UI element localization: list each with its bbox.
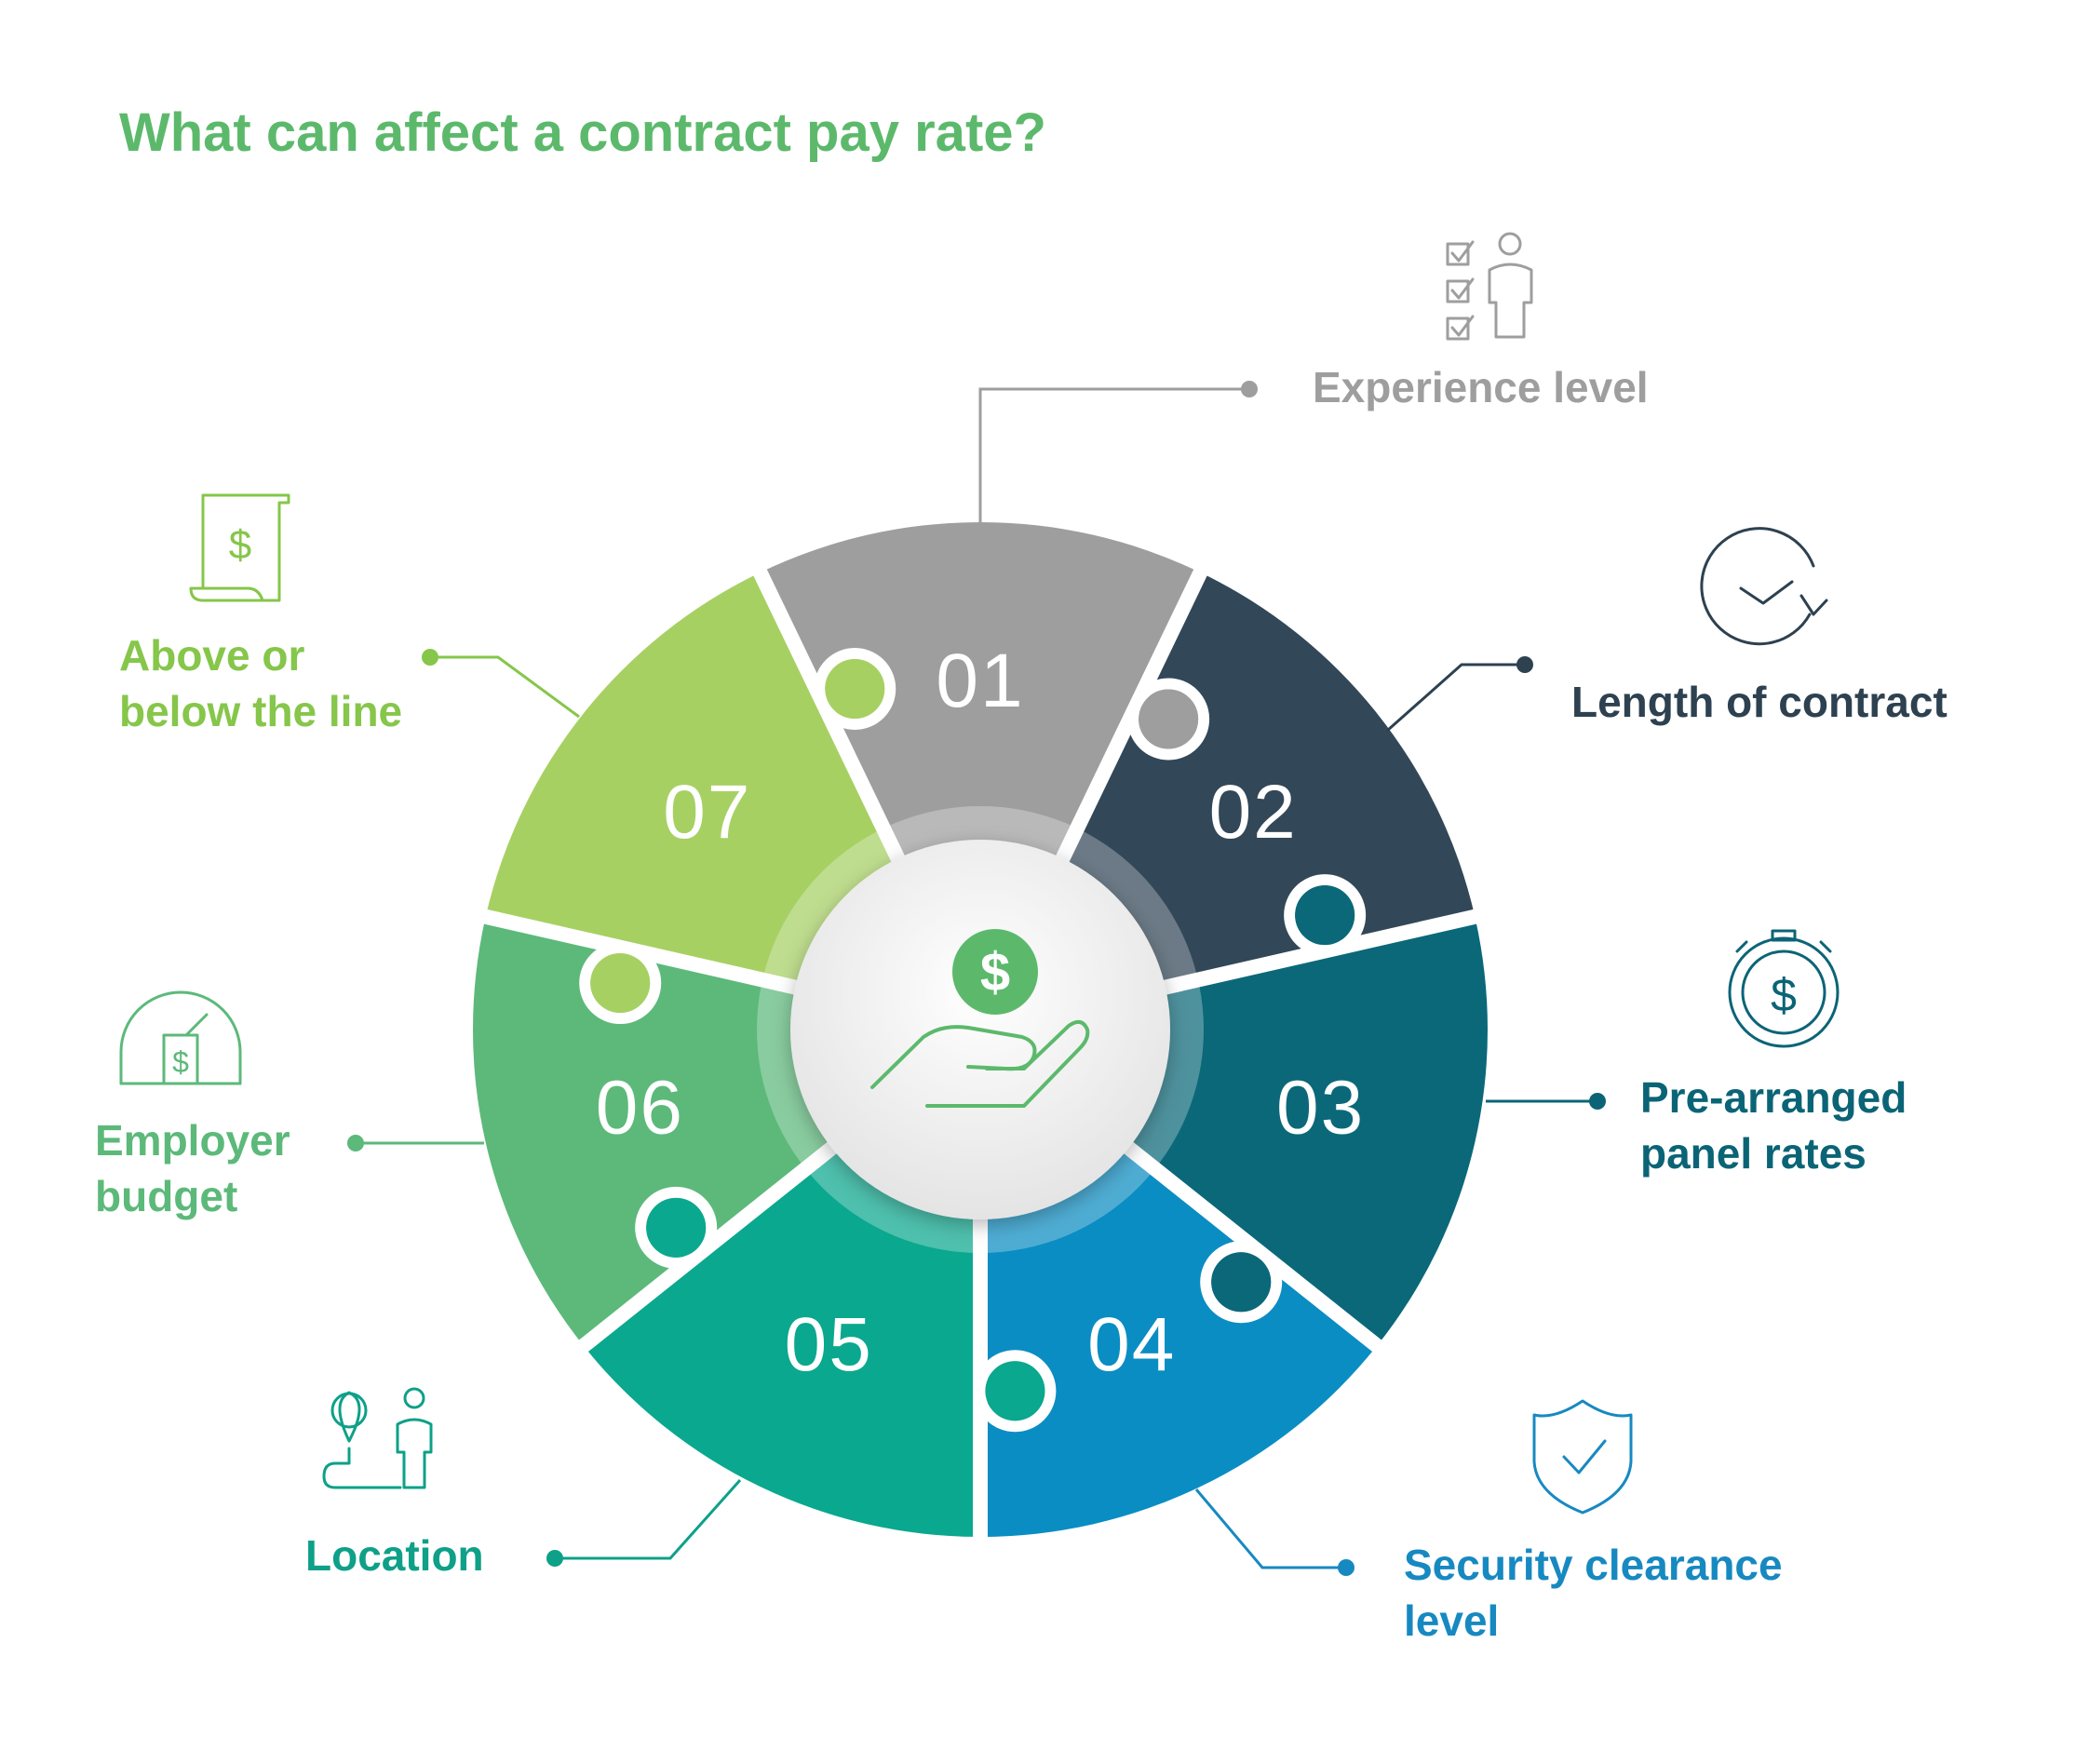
puzzle-knob-fill bbox=[1295, 885, 1355, 946]
factor-label-05: Location bbox=[305, 1531, 484, 1580]
connector-lines bbox=[347, 381, 1606, 1576]
connector-dot bbox=[1516, 656, 1533, 673]
connector-line-05 bbox=[555, 1479, 742, 1560]
svg-text:$: $ bbox=[1771, 969, 1797, 1021]
scroll-dollar-icon: $ bbox=[189, 493, 290, 602]
puzzle-knob-outline bbox=[1200, 1241, 1283, 1324]
svg-text:$: $ bbox=[172, 1045, 189, 1079]
puzzle-knob-fill bbox=[1139, 689, 1199, 749]
segment-number: 02 bbox=[1209, 770, 1298, 855]
segment-gap bbox=[574, 1111, 876, 1355]
segment-01 bbox=[760, 522, 1201, 1030]
segment-gap bbox=[1114, 908, 1482, 1006]
segment-number: 03 bbox=[1276, 1065, 1365, 1150]
puzzle-knob-outline bbox=[579, 942, 662, 1025]
connector-dot bbox=[546, 1550, 563, 1567]
segment-number: 06 bbox=[596, 1065, 684, 1150]
connector-line-02 bbox=[1386, 663, 1525, 733]
coin bbox=[952, 929, 1038, 1015]
page-title: What can affect a contract pay rate? bbox=[119, 102, 1046, 163]
factor-icons: $ $ $ bbox=[119, 232, 1840, 1515]
clock-icon bbox=[1700, 527, 1828, 646]
connector-line-07 bbox=[430, 655, 580, 719]
coin-dollar-sign: $ bbox=[980, 942, 1010, 1003]
connector-dot bbox=[1241, 381, 1258, 397]
puzzle-knob-fill bbox=[825, 659, 885, 720]
hand-with-dollar-coin-icon: $ bbox=[870, 929, 1090, 1108]
svg-text:$: $ bbox=[229, 522, 251, 568]
segment-gap bbox=[478, 908, 846, 1006]
connector-dot bbox=[1589, 1093, 1606, 1110]
hand-outline bbox=[870, 1019, 1090, 1108]
segment-number: 05 bbox=[785, 1302, 873, 1387]
stopwatch-dollar-icon: $ bbox=[1728, 929, 1840, 1048]
connector-line-01 bbox=[978, 387, 1249, 523]
puzzle-knob-outline bbox=[1284, 874, 1367, 957]
segment-number: 07 bbox=[663, 770, 751, 855]
puzzle-knob-outline bbox=[974, 1350, 1057, 1433]
segment-number: 01 bbox=[936, 639, 1024, 723]
gauge-dollar-icon: $ bbox=[119, 990, 242, 1085]
puzzle-knob-fill bbox=[985, 1361, 1045, 1421]
checklist-person-icon bbox=[1446, 232, 1533, 341]
connector-dot bbox=[422, 649, 438, 666]
puzzle-knob-outline bbox=[814, 648, 896, 731]
segment-gap bbox=[1033, 564, 1210, 908]
center-hub: $ bbox=[757, 806, 1204, 1253]
location-person-icon bbox=[322, 1387, 433, 1489]
segment-gap bbox=[1085, 1111, 1386, 1355]
segment-gap bbox=[750, 564, 927, 908]
puzzle-knob-outline bbox=[1127, 678, 1210, 761]
shield-check-icon bbox=[1532, 1399, 1633, 1515]
puzzle-knob-fill bbox=[1211, 1252, 1272, 1313]
puzzle-knob-fill bbox=[590, 953, 651, 1014]
segment-number: 04 bbox=[1087, 1302, 1176, 1387]
factor-label-02: Length of contract bbox=[1571, 678, 1947, 726]
puzzle-knob-fill bbox=[646, 1197, 707, 1258]
connector-dot bbox=[347, 1135, 364, 1151]
connector-dot bbox=[1338, 1559, 1354, 1576]
puzzle-knob-outline bbox=[635, 1186, 718, 1269]
factor-label-01: Experience level bbox=[1313, 363, 1649, 411]
connector-line-04 bbox=[1194, 1488, 1346, 1569]
